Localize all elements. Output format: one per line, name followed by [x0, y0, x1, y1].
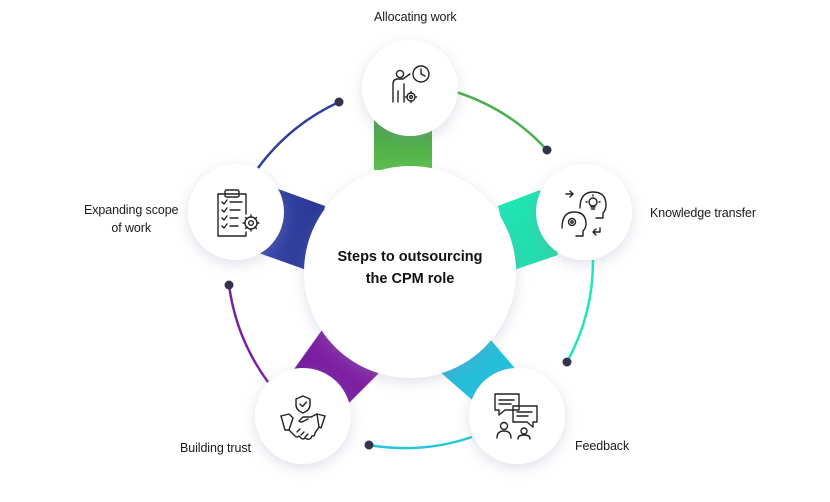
node-circle-expanding-scope — [188, 164, 284, 260]
node-circle-knowledge-transfer — [536, 164, 632, 260]
node-circle-building-trust — [255, 368, 351, 464]
label-expanding-scope-line-2: of work — [111, 221, 151, 235]
center-title-line-2: the CPM role — [365, 271, 455, 287]
handshake-icon — [280, 395, 326, 441]
feedback-icon — [494, 393, 538, 440]
label-expanding-scope: Expanding scope of work — [84, 201, 179, 237]
label-building-trust: Building trust — [180, 441, 251, 455]
label-knowledge-transfer: Knowledge transfer — [650, 206, 756, 220]
connector-dot — [224, 280, 234, 290]
connector-dot — [334, 97, 344, 107]
label-expanding-scope-line-1: Expanding scope — [84, 203, 179, 217]
connector-dot — [364, 440, 374, 450]
connector-dot — [542, 145, 552, 155]
allocating-work-icon — [392, 65, 430, 104]
clipboard-gear-icon — [217, 189, 260, 237]
knowledge-transfer-icon — [561, 190, 607, 237]
center-circle — [304, 166, 516, 378]
connector-arc-trust-expanding — [227, 284, 270, 383]
node-circle-allocating-work — [362, 40, 458, 136]
connector-arc-expanding-allocating — [256, 100, 340, 169]
connector-arc-feedback-trust — [368, 435, 473, 450]
connector-dot — [562, 357, 572, 367]
connector-arc-knowledge-feedback — [565, 259, 595, 363]
connector-arc-allocating-knowledge — [455, 90, 548, 151]
label-allocating-work: Allocating work — [374, 10, 457, 24]
center-title: Steps to outsourcing the CPM role — [320, 246, 500, 290]
label-feedback: Feedback — [575, 439, 630, 453]
spoke-building-trust — [292, 330, 380, 412]
center-title-line-1: Steps to outsourcing — [337, 249, 483, 265]
